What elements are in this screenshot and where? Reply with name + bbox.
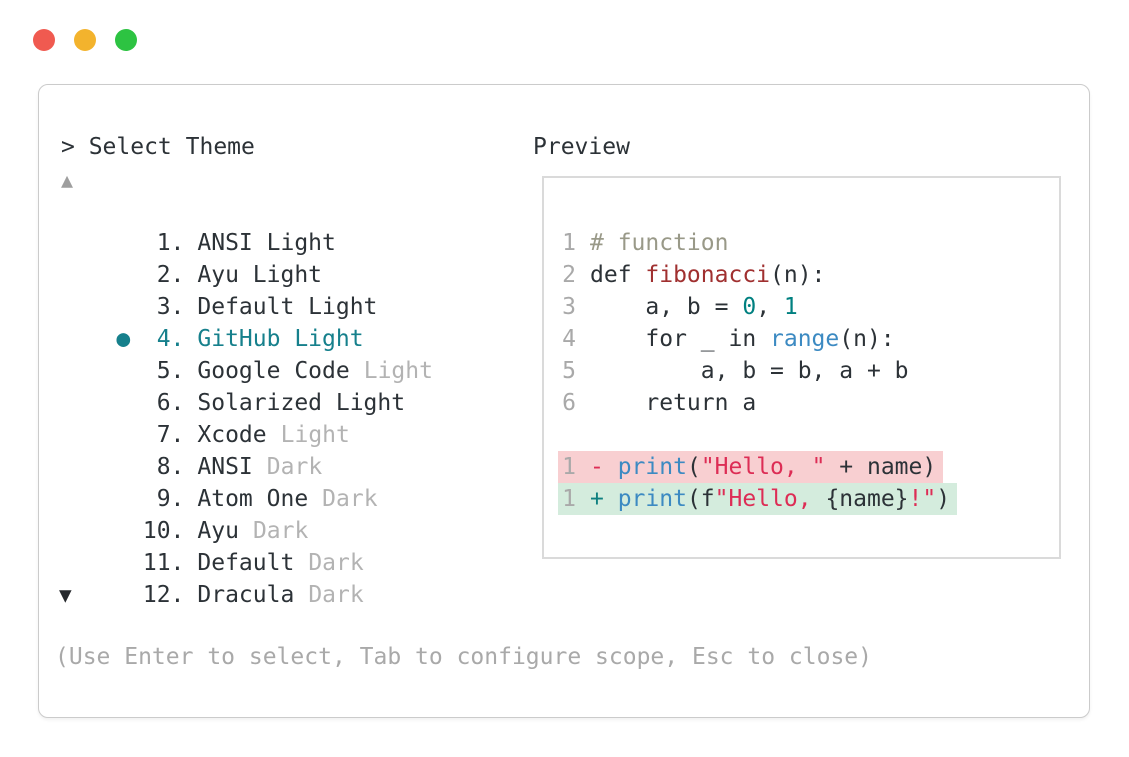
- theme-name-muted: Dark: [252, 518, 309, 544]
- code-segment-plain: ): [936, 486, 951, 512]
- theme-list-item[interactable]: 5. Google Code Light: [61, 323, 433, 384]
- select-theme-prompt: > Select Theme: [61, 134, 255, 160]
- theme-list-item[interactable]: 2. Ayu Light: [61, 227, 433, 288]
- theme-name: Default Light: [197, 294, 378, 320]
- code-segment-plain: ,: [756, 294, 784, 320]
- code-segment-number: 1: [783, 294, 798, 320]
- theme-number: 11.: [142, 550, 185, 576]
- line-number: 1: [562, 230, 576, 256]
- theme-number: 8.: [156, 454, 185, 480]
- theme-name: ANSI Light: [197, 230, 336, 256]
- code-segment-plain: (f: [686, 486, 715, 512]
- code-segment-plain: (: [686, 454, 701, 480]
- theme-list-item[interactable]: 11. Default Dark: [61, 515, 433, 576]
- code-line: 3 a, b = 0, 1: [562, 291, 1059, 323]
- theme-list-item[interactable]: 12. Dracula Dark: [61, 547, 433, 608]
- theme-number: 4.: [156, 326, 185, 352]
- code-segment-plain: return a: [590, 390, 757, 416]
- code-segment-plain: + name): [825, 454, 937, 480]
- diff-line-added: 1 + print(f"Hello, {name}!"): [558, 483, 1059, 515]
- maximize-button[interactable]: [115, 29, 137, 51]
- theme-name: Google Code: [197, 358, 350, 384]
- theme-name-muted: Dark: [266, 454, 323, 480]
- code-segment-string: "Hello,: [714, 486, 826, 512]
- theme-number: 7.: [156, 422, 185, 448]
- theme-number: 10.: [142, 518, 185, 544]
- code-segment-number: 0: [742, 294, 757, 320]
- theme-list-item[interactable]: ● 4. GitHub Light: [61, 291, 433, 352]
- theme-list-item[interactable]: 8. ANSI Dark: [61, 419, 433, 480]
- code-line: 6 return a: [562, 387, 1059, 419]
- theme-name-muted: Dark: [308, 582, 364, 608]
- code-line: 4 for _ in range(n):: [562, 323, 1059, 355]
- selected-bullet-icon: ●: [116, 326, 131, 352]
- theme-selector-panel: > Select Theme ▲ 1. ANSI Light 2. Ayu Ligh…: [38, 84, 1090, 718]
- minimize-button[interactable]: [74, 29, 96, 51]
- theme-list-item[interactable]: 7. Xcode Light: [61, 387, 433, 448]
- code-segment-string: !": [908, 486, 937, 512]
- close-button[interactable]: [33, 29, 55, 51]
- code-segment-plain: for _ in: [590, 326, 771, 352]
- line-number: 3: [562, 294, 576, 320]
- theme-list-item[interactable]: 1. ANSI Light: [61, 195, 433, 256]
- theme-name: Atom One: [197, 486, 309, 512]
- theme-list-item[interactable]: 6. Solarized Light: [61, 355, 433, 416]
- diff-line-removed: 1- print("Hello, " + name): [558, 451, 1059, 483]
- line-number: 2: [562, 262, 576, 288]
- theme-list-item[interactable]: 3. Default Light: [61, 259, 433, 320]
- preview-title: Preview: [533, 134, 630, 160]
- line-number: 5: [562, 358, 576, 384]
- code-segment-comment: # function: [590, 230, 729, 256]
- scroll-down-icon[interactable]: ▼: [59, 583, 72, 607]
- code-segment-plain: def: [590, 262, 646, 288]
- theme-name-muted: Light: [363, 358, 433, 384]
- code-segment-plain: a, b = b, a + b: [590, 358, 909, 384]
- code-line: 5 a, b = b, a + b: [562, 355, 1059, 387]
- theme-name-muted: Dark: [322, 486, 378, 512]
- line-number: 6: [562, 390, 576, 416]
- theme-name: Xcode: [197, 422, 267, 448]
- theme-name-muted: Dark: [308, 550, 364, 576]
- code-line: 1 # function: [562, 227, 1059, 259]
- theme-number: 9.: [156, 486, 185, 512]
- code-segment-func: fibonacci: [645, 262, 771, 288]
- code-segment-plain: (n):: [839, 326, 895, 352]
- theme-name: Ayu Light: [197, 262, 323, 288]
- code-segment-builtin: print: [617, 486, 687, 512]
- scroll-up-icon[interactable]: ▲: [61, 168, 74, 192]
- theme-name: Default: [197, 550, 295, 576]
- code-line: 2 def fibonacci(n):: [562, 259, 1059, 291]
- theme-number: 6.: [156, 390, 185, 416]
- window-controls: [33, 29, 137, 51]
- theme-number: 3.: [156, 294, 185, 320]
- code-segment-plain: a, b =: [590, 294, 743, 320]
- code-segment-string: "Hello, ": [700, 454, 826, 480]
- line-number: 4: [562, 326, 576, 352]
- code-segment-builtin: range: [770, 326, 840, 352]
- code-segment-plain: {name}: [825, 486, 909, 512]
- code-segment-added-marker: +: [590, 486, 618, 512]
- theme-name: Dracula: [197, 582, 295, 608]
- theme-name: Ayu: [197, 518, 239, 544]
- theme-list-item[interactable]: 10. Ayu Dark: [61, 483, 433, 544]
- theme-list-item[interactable]: 9. Atom One Dark: [61, 451, 433, 512]
- code-segment-plain: (n):: [770, 262, 826, 288]
- keyboard-hint: (Use Enter to select, Tab to configure s…: [55, 644, 872, 670]
- theme-list: 1. ANSI Light 2. Ayu Light 3. Default Light…: [61, 195, 433, 608]
- line-number: 1: [562, 454, 576, 480]
- line-number: 1: [562, 486, 576, 512]
- theme-number: 2.: [156, 262, 185, 288]
- theme-name: ANSI: [197, 454, 253, 480]
- theme-name: GitHub Light: [197, 326, 364, 352]
- code-segment-removed-marker: -: [590, 454, 618, 480]
- theme-number: 5.: [156, 358, 185, 384]
- theme-number: 1.: [156, 230, 185, 256]
- code-line-blank: [562, 419, 1059, 451]
- code-segment-builtin: print: [617, 454, 687, 480]
- theme-name: Solarized Light: [197, 390, 406, 416]
- theme-name-muted: Light: [280, 422, 350, 448]
- theme-number: 12.: [142, 582, 185, 608]
